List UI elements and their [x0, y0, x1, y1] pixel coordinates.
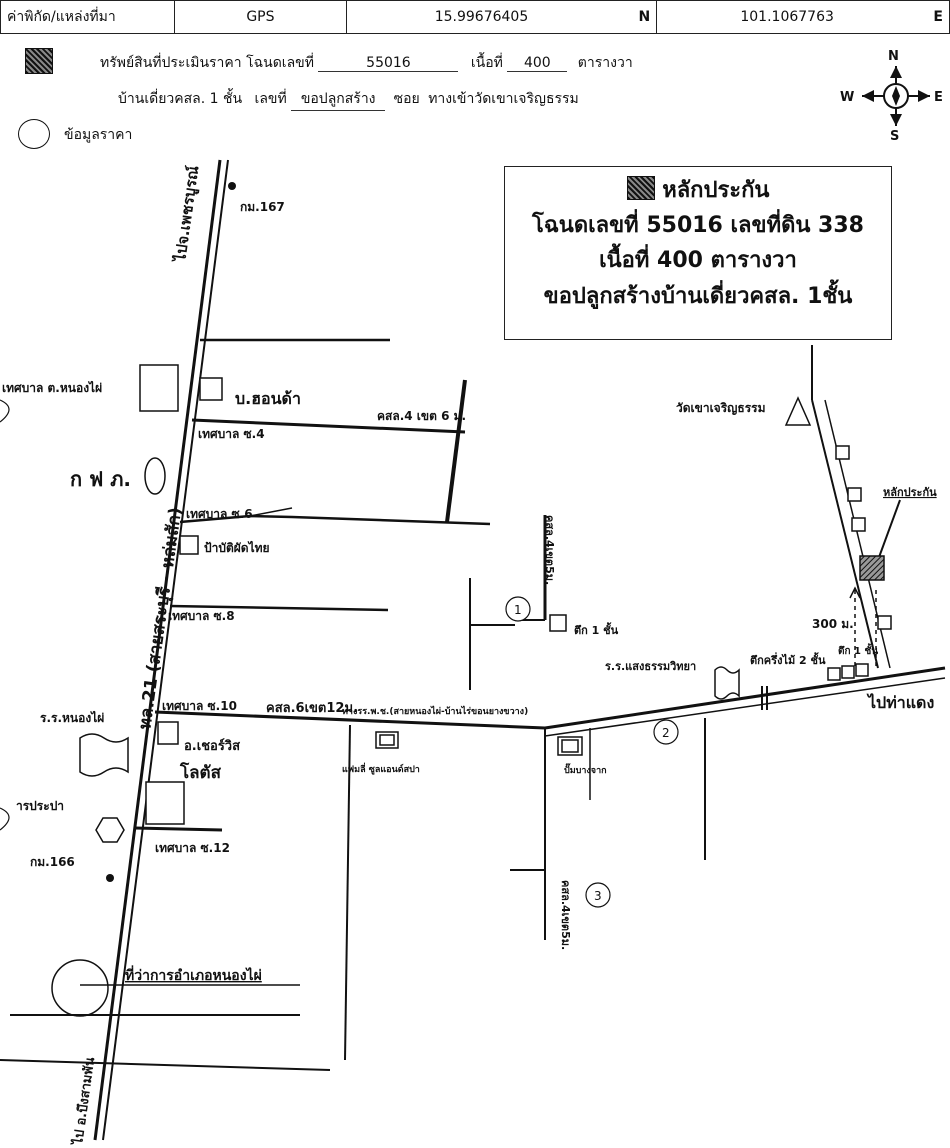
deed-number: 55016: [318, 55, 459, 72]
house-no-value: ขอปลูกสร้าง: [291, 88, 386, 111]
label-thai-herb: ป้าบัติผัดไทย: [204, 540, 270, 555]
compass-w: W: [840, 90, 854, 105]
label-muni12: เทศบาล ซ.12: [155, 841, 230, 855]
price-point-1: 1: [514, 603, 522, 617]
compass-n: N: [888, 49, 899, 64]
property-line-2: บ้านเดี่ยวคสล. 1 ชั้น เลขที่ ขอปลูกสร้าง…: [118, 88, 579, 111]
label-to-thadaeng: ไปท่าแดง: [866, 693, 934, 712]
label-school-saeng: ร.ร.แสงธรรมวิทยา: [605, 660, 696, 673]
compass-e: E: [934, 90, 943, 105]
label-egat: ก ฟ ภ.: [70, 467, 131, 491]
label-hondaa: บ.ฮอนด้า: [235, 389, 301, 408]
soi-value: ทางเข้าวัดเขาเจริญธรรม: [428, 91, 579, 107]
price-point-3: 3: [594, 889, 602, 903]
label-school-nongphai: ร.ร.หนองไผ่: [40, 710, 104, 725]
label-kasl4c: คสล.4เขต5ม.: [559, 880, 572, 950]
label-cherwis: อ.เชอร์วิส: [184, 738, 240, 754]
label-lotus: โลตัส: [179, 762, 222, 783]
label-km166: กม.166: [30, 855, 75, 869]
label-rural-road: ทางรร.พ.ช.(สายหนองไผ่-บ้านไร่ขอนยางขวาง): [342, 705, 528, 717]
label-collateral-mark: หลักประกัน: [883, 486, 937, 499]
coordinate-table: ค่าพิกัด/แหล่งที่มา GPS 15.99676405 N 10…: [0, 0, 950, 34]
label-district-office: ที่ว่าการอำเภอหนองไผ่: [125, 965, 262, 984]
label-kasl4b: คสล.4เขต5ม.: [543, 515, 556, 585]
compass-icon: [862, 66, 930, 126]
compass-s: S: [890, 129, 899, 144]
label-wood2: ตึกครึ่งไม้ 2 ชั้น: [750, 652, 826, 667]
house-no-label: เลขที่: [254, 91, 287, 107]
label-muni8: เทศบาล ซ.8: [168, 609, 235, 623]
label-muni6: เทศบาล ซ.6: [186, 507, 253, 521]
collateral-swatch-icon: [25, 48, 53, 74]
area-unit: ตารางวา: [577, 55, 633, 71]
collateral-box-title: หลักประกัน: [662, 178, 770, 203]
label-dist300: 300 ม.: [812, 617, 854, 631]
longitude-value: 101.1067763: [656, 0, 918, 34]
label-to-phetchabun: ไปจ.เพชรบูรณ์: [170, 164, 203, 264]
collateral-marker: [859, 555, 885, 581]
label-shop1b: ตึก 1 ชั้น: [838, 643, 878, 657]
collateral-info-box: หลักประกัน โฉนดเลขที่ 55016 เลขที่ดิน 33…: [504, 166, 892, 340]
latitude-dir: N: [616, 0, 658, 34]
soi-label: ซอย: [393, 91, 420, 107]
label-waterworks: ารประปา: [16, 799, 64, 813]
source-value: GPS: [174, 0, 347, 34]
label-muni-nongphai: เทศบาล ต.หนองไผ่: [2, 380, 102, 395]
collateral-box-line3: ขอปลูกสร้างบ้านเดี่ยวคสล. 1ชั้น: [543, 283, 853, 309]
price-info-circle-icon: [18, 119, 50, 149]
label-to-bueng: ไป อ.บึงสามพัน: [69, 1056, 98, 1148]
label-flat: แฟมลี่ ซูลแอนด์สปา: [342, 762, 420, 775]
longitude-dir: E: [917, 0, 950, 34]
property-line-1: ทรัพย์สินที่ประเมินราคา โฉนดเลขที่ 55016…: [100, 52, 633, 74]
collateral-box-line2: เนื้อที่ 400 ตารางวา: [599, 248, 797, 274]
collateral-box-line1: โฉนดเลขที่ 55016 เลขที่ดิน 338: [532, 213, 864, 239]
label-temple: วัดเขาเจริญธรรม: [676, 401, 766, 415]
label-muni10: เทศบาล ซ.10: [162, 699, 237, 713]
house-type: บ้านเดี่ยวคสล. 1 ชั้น: [118, 91, 243, 107]
collateral-box-swatch-icon: [626, 176, 655, 200]
label-km167: กม.167: [240, 200, 285, 214]
deed-prefix: ทรัพย์สินที่ประเมินราคา โฉนดเลขที่: [100, 55, 314, 71]
price-info-label: ข้อมูลราคา: [64, 127, 133, 143]
source-label: ค่าพิกัด/แหล่งที่มา: [0, 0, 176, 34]
area-value: 400: [507, 55, 568, 72]
label-kasl6: คสล.6เขต12ม.: [266, 701, 358, 716]
price-point-2: 2: [662, 726, 670, 740]
latitude-value: 15.99676405: [345, 0, 617, 34]
label-shop1: ตึก 1 ชั้น: [574, 622, 619, 637]
area-label: เนื้อที่: [470, 55, 503, 71]
label-kasl4: คสล.4 เขต 6 ม.: [377, 409, 466, 423]
label-muni4: เทศบาล ซ.4: [198, 427, 265, 441]
label-pump: ปั๊มบางจาก: [564, 763, 607, 776]
